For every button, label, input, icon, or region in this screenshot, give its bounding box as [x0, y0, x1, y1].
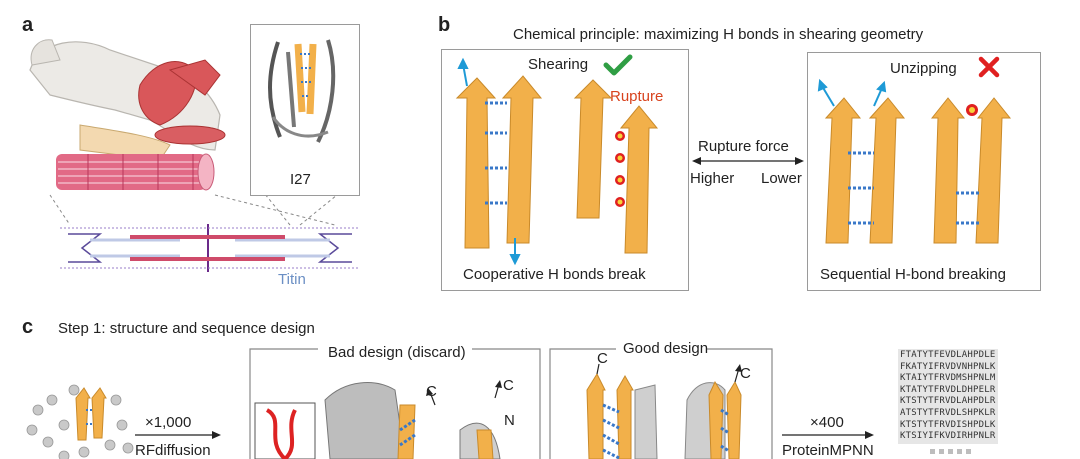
- sarcomere-diagram: [60, 224, 360, 272]
- multiplier-400: ×400: [810, 414, 844, 431]
- panel-a-letter: a: [22, 14, 34, 36]
- more-sequences-dots: [930, 449, 971, 454]
- lower-label: Lower: [761, 170, 802, 187]
- i27-label: I27: [290, 171, 311, 188]
- cross-icon: [978, 56, 1000, 78]
- panel-b-letter: b: [438, 14, 451, 36]
- sequence-row: KTSIYIFKVDIRHPNLR: [900, 431, 996, 442]
- rfdiffusion-arrow: [135, 431, 221, 439]
- rupture-label: Rupture: [610, 88, 664, 105]
- sequence-row: KTAIYTFRVDMSHPNLM: [900, 373, 996, 384]
- i27-structure: [268, 39, 336, 143]
- sequence-row: KTSTYTFRVDISHPDLK: [900, 419, 996, 430]
- sequence-row: FKATYIFRVDVNHPNLK: [900, 361, 996, 372]
- step-1-label: Step 1: structure and sequence design: [58, 320, 315, 337]
- unzipping-label: Unzipping: [890, 60, 957, 77]
- titin-label: Titin: [278, 271, 306, 288]
- rfdiffusion-label: RFdiffusion: [135, 442, 211, 459]
- diffusion-spheres: [26, 384, 134, 459]
- bad-design-label: Bad design (discard): [328, 344, 466, 361]
- sequence-alignment: FTATYTFEVDLAHPDLE FKATYIFRVDVNHPNLK KTAI…: [898, 349, 998, 444]
- multiplier-1000: ×1,000: [145, 414, 192, 431]
- muscle-fiber-bundle: [56, 153, 215, 191]
- check-icon: [603, 54, 633, 76]
- good-design-structures: [586, 363, 742, 459]
- bad-design-structures: [254, 380, 502, 459]
- shearing-strands: [455, 57, 659, 266]
- proteinmpnn-arrow: [782, 431, 874, 439]
- higher-label: Higher: [690, 170, 735, 187]
- sequence-row: KTATYTFRVDLDHPELR: [900, 384, 996, 395]
- panel-c-letter: c: [22, 316, 34, 338]
- unzipping-strands: [817, 78, 1012, 244]
- sequential-caption: Sequential H-bond breaking: [820, 266, 1006, 283]
- rupture-force-label: Rupture force: [698, 138, 789, 155]
- bad-terminus-c1: C: [426, 383, 437, 400]
- rupture-force-arrow: [692, 157, 804, 165]
- bad-design-bracket: [249, 348, 541, 459]
- good-terminus-c1: C: [597, 350, 608, 367]
- proteinmpnn-label: ProteinMPNN: [782, 442, 874, 459]
- panel-b-title: Chemical principle: maximizing H bonds i…: [513, 26, 924, 43]
- good-terminus-c2: C: [740, 365, 751, 382]
- good-design-label: Good design: [623, 340, 709, 357]
- bad-terminus-c2: C: [503, 377, 514, 394]
- arm-illustration: [29, 39, 226, 161]
- cooperative-caption: Cooperative H bonds break: [463, 266, 646, 283]
- shearing-label: Shearing: [528, 56, 589, 73]
- bad-terminus-n: N: [504, 412, 515, 429]
- sequence-row: ATSTYTFRVDLSHPKLR: [900, 407, 996, 418]
- sequence-row: FTATYTFEVDLAHPDLE: [900, 350, 996, 360]
- sequence-row: KTSTYTFRVDLAHPDLR: [900, 396, 996, 407]
- good-design-bracket: [549, 348, 773, 459]
